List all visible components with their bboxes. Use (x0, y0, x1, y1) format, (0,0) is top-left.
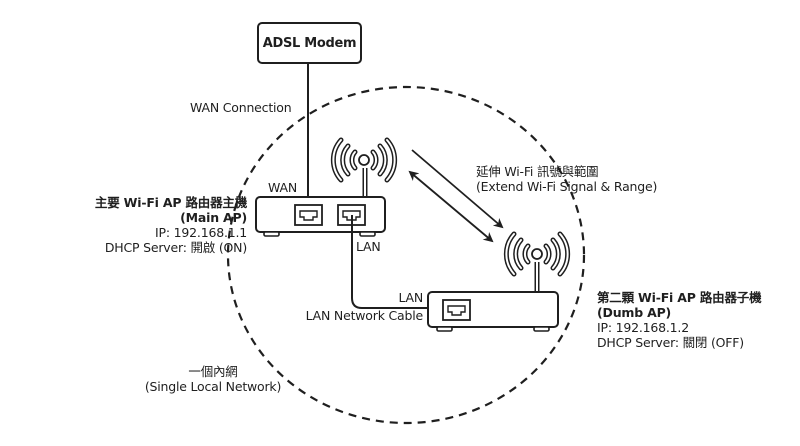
dumb-ap-lan-port-icon (442, 299, 471, 321)
adsl-modem-box: ADSL Modem (257, 22, 362, 64)
dumb-ap-dhcp: DHCP Server: 關閉 (OFF) (597, 335, 744, 350)
single-network-label-zh: 一個內網 (188, 364, 238, 379)
lan-network-cable-label: LAN Network Cable (305, 308, 424, 323)
main-ap-router-icon (255, 168, 386, 237)
dumb-ap-lan-port-label: LAN (398, 290, 423, 305)
extend-signal-label-en: (Extend Wi-Fi Signal & Range) (476, 179, 658, 194)
dumb-ap-ip: IP: 192.168.1.2 (597, 320, 689, 335)
wan-connection-label: WAN Connection (190, 100, 292, 115)
extend-double-arrow-icon (408, 170, 494, 243)
extend-signal-label-zh: 延伸 Wi-Fi 訊號與範圍 (476, 164, 599, 179)
dumb-ap-subtitle: (Dumb AP) (597, 305, 672, 320)
dumb-ap-title: 第二顆 Wi-Fi AP 路由器子機 (597, 290, 762, 305)
extend-signal-label: 延伸 Wi-Fi 訊號與範圍 (Extend Wi-Fi Signal & Ra… (476, 164, 657, 194)
main-ap-lan-port-label: LAN (356, 239, 381, 254)
single-network-label: 一個內網 (Single Local Network) (138, 364, 288, 394)
dumb-ap-info: 第二顆 Wi-Fi AP 路由器子機 (Dumb AP) IP: 192.168… (597, 290, 762, 350)
adsl-modem-label: ADSL Modem (262, 35, 357, 51)
main-ap-ip: IP: 192.168.1.1 (155, 225, 247, 240)
main-ap-wan-port-label: WAN (268, 180, 297, 195)
main-ap-wan-port-icon (294, 204, 323, 226)
local-network-boundary (226, 85, 586, 425)
main-ap-subtitle: (Main AP) (180, 210, 247, 225)
main-ap-dhcp: DHCP Server: 開啟 (ON) (104, 240, 247, 255)
single-network-label-en: (Single Local Network) (144, 379, 282, 394)
main-ap-info: 主要 Wi-Fi AP 路由器主機 (Main AP) IP: 192.168.… (95, 195, 247, 255)
main-ap-title: 主要 Wi-Fi AP 路由器主機 (94, 195, 247, 210)
lan-cable (351, 215, 456, 309)
dumb-ap-router-icon (427, 262, 559, 332)
